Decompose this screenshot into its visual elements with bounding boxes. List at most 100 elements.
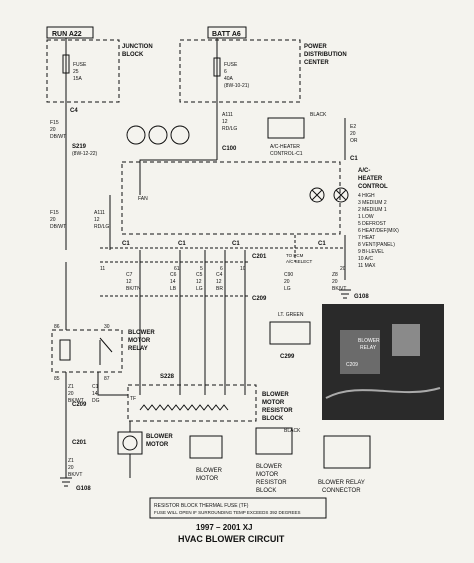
z8-1: Z8 (332, 272, 338, 278)
relay-l1: BLOWER (128, 330, 155, 336)
rb-comp-l2: MOTOR (256, 472, 279, 478)
relay-l3: RELAY (128, 346, 148, 352)
z1-1: Z1 (68, 384, 74, 390)
c201-left: C201 (72, 440, 87, 446)
f15-2-b: 20 (50, 217, 56, 223)
ac-heater-connector-icon (267, 117, 305, 139)
c6-2: 14 (170, 279, 176, 285)
indicator-lamp-1 (309, 187, 325, 203)
row-pin-1: 11 (100, 266, 105, 272)
resistor-connector-icon (255, 427, 293, 455)
e2-c: OR (350, 138, 358, 144)
c209-right: C209 (252, 296, 267, 302)
ctrl-item-6: 6 HEAT/DEF(MIX) (358, 228, 399, 234)
photo-component-2 (392, 324, 420, 356)
resistor-feed-wires (139, 250, 246, 395)
c100-label: C100 (222, 146, 237, 152)
rb-comp-l1: BLOWER (256, 464, 283, 470)
wire-f15-c: DB/WT (50, 134, 66, 140)
c1-row-2: C1 (178, 241, 186, 247)
photo-component-1 (340, 330, 380, 374)
c5-3: LG (196, 286, 203, 292)
blower-motor-l2: MOTOR (146, 442, 169, 448)
c6-3: LB (170, 286, 177, 292)
blower-motor-box (117, 431, 143, 455)
c7a-2: 12 (126, 279, 132, 285)
c1r-1: C1 (92, 384, 99, 390)
ground-right (339, 289, 351, 299)
relay-output-wires (65, 372, 128, 478)
blower-motor-l1: BLOWER (146, 434, 173, 440)
z8-3: BK/VT (332, 286, 346, 292)
run-a22-box (46, 26, 94, 39)
pdc-outline (179, 39, 301, 103)
row-pin-6: 20 (340, 266, 346, 272)
c201-right: C201 (252, 254, 267, 260)
run-a22-label: RUN A22 (52, 31, 82, 38)
z8-2: 20 (332, 279, 338, 285)
ac-c1-l2: CONTROL-C1 (270, 151, 303, 157)
row-pin-3: 5 (200, 266, 203, 272)
z1-2: 20 (68, 391, 74, 397)
resistor-block-outline (127, 384, 257, 422)
resistor-l3: RESISTOR (262, 408, 293, 414)
ctrl-item-8: 8 VENT(PANEL) (358, 242, 395, 248)
relay-switch (99, 337, 113, 365)
photo-relay-l1: BLOWER (358, 338, 380, 344)
ctrl-item-2: 3 MEDIUM 2 (358, 200, 387, 206)
c4w-3: BR (216, 286, 223, 292)
zl-1: Z1 (68, 458, 74, 464)
ctrl-item-1: 4 HIGH (358, 193, 375, 199)
rb-comp-l4: BLOCK (256, 488, 276, 494)
batt-a6-label: BATT A6 (212, 31, 241, 38)
f15-2-a: F15 (50, 210, 59, 216)
resistor-l1: BLOWER (262, 392, 289, 398)
ac-ctrl-l3: CONTROL (358, 184, 388, 190)
title-line2: HVAC BLOWER CIRCUIT (178, 534, 285, 544)
right-fuse-l4: (8W-10-21) (224, 83, 250, 89)
blower-motor-connector-icon (189, 435, 223, 459)
e2-a: E2 (350, 124, 356, 130)
f15-2-c: DB/WT (50, 224, 66, 230)
rb-comp-l3: RESISTOR (256, 480, 287, 486)
ac-ctrl-l1: A/C- (358, 168, 370, 174)
right-fuse-l2: 6 (224, 69, 227, 75)
photo-c209: C209 (346, 362, 358, 368)
black2-label: BLACK (284, 428, 301, 434)
tf-label: TF (130, 396, 136, 402)
batt-a6-box (207, 26, 247, 39)
a111-mid-c: RD/LG (94, 224, 109, 230)
right-fuse-l3: 40A (224, 76, 234, 82)
s219-ref: (8W-12-22) (72, 151, 98, 157)
wire-f15-a: F15 (50, 120, 59, 126)
bm-comp-l2: MOTOR (196, 476, 219, 482)
c6-1: C6 (170, 272, 177, 278)
a111-top-b: 12 (222, 119, 228, 125)
indicator-lamp-2 (333, 187, 349, 203)
g108-left: G108 (76, 486, 91, 492)
fan-knob-icon (126, 125, 146, 145)
resistor-chain (139, 404, 229, 411)
junction-block-outline (46, 39, 120, 103)
relay-pin-87: 87 (104, 376, 110, 382)
c4w-1: C4 (216, 272, 223, 278)
row-pin-2: 61 (174, 266, 180, 272)
left-fuse-l1: FUSE (73, 62, 87, 68)
ctrl-item-3: 2 MEDIUM 1 (358, 207, 387, 213)
resistor-l2: MOTOR (262, 400, 285, 406)
ctrl-item-7: 7 HEAT (358, 235, 375, 241)
to-pcm-l2: A/C SELECT (286, 259, 313, 264)
left-fuse-l2: 25 (73, 69, 79, 75)
left-fuse-l3: 15A (73, 76, 83, 82)
relay-pin-30: 30 (104, 324, 110, 330)
c1-row-3: C1 (232, 241, 240, 247)
temp-knob-icon (170, 125, 190, 145)
c209-left: C209 (72, 402, 87, 408)
row-pin-4: 6 (220, 266, 223, 272)
c90-3: LG (284, 286, 291, 292)
lt-green-label: LT. GREEN (278, 312, 304, 318)
row-pin-5: 10 (240, 266, 246, 272)
c1r-3: DG (92, 398, 100, 404)
